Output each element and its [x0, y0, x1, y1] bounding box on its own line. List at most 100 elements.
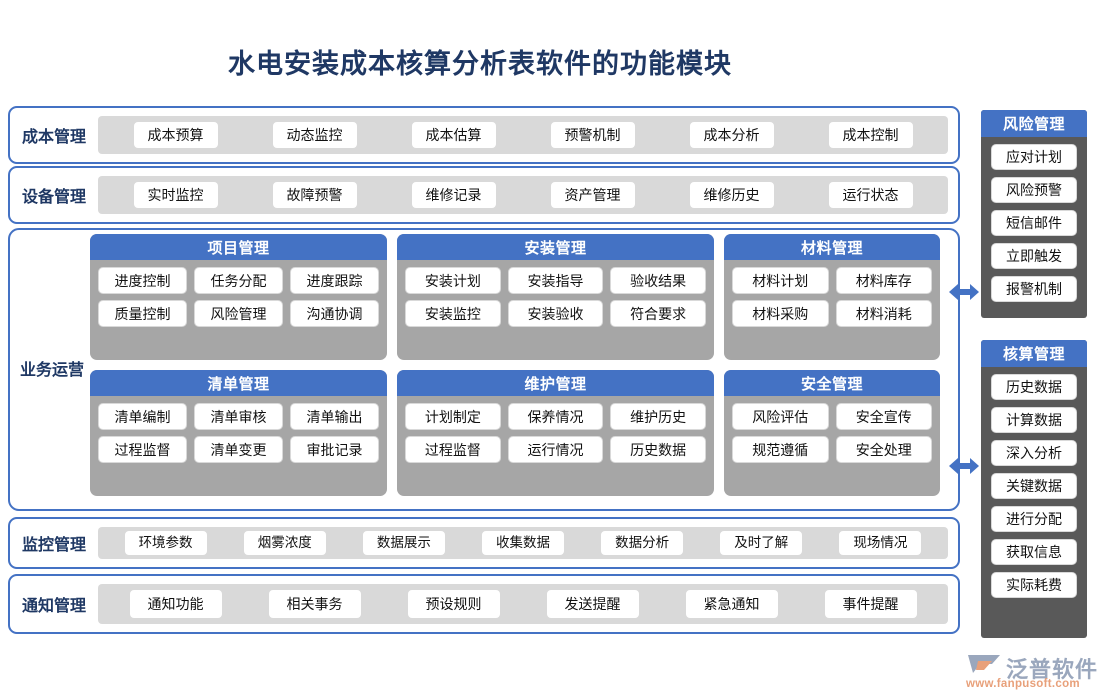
- chip-cost-0[interactable]: 成本预算: [132, 121, 219, 149]
- chip-project-0-1[interactable]: 任务分配: [194, 267, 283, 294]
- chip-notify-4[interactable]: 紧急通知: [684, 589, 779, 619]
- panel-row: 过程监督 清单变更 审批记录: [98, 436, 379, 463]
- sidebar-title-risk-management: 风险管理: [981, 110, 1087, 137]
- chip-safety-1-0[interactable]: 规范遵循: [732, 436, 829, 463]
- chip-equipment-3[interactable]: 资产管理: [549, 181, 636, 209]
- panel-material-management: 材料管理 材料计划 材料库存 材料采购 材料消耗: [724, 234, 940, 360]
- chip-cost-1[interactable]: 动态监控: [271, 121, 358, 149]
- sidebar-item-accounting-1[interactable]: 计算数据: [991, 407, 1077, 433]
- sidebar-item-risk-0[interactable]: 应对计划: [991, 144, 1077, 170]
- chip-installation-1-0[interactable]: 安装监控: [405, 300, 501, 327]
- chip-list-0-0[interactable]: 清单编制: [98, 403, 187, 430]
- chip-monitor-1[interactable]: 烟雾浓度: [242, 530, 327, 556]
- panel-body-material-management: 材料计划 材料库存 材料采购 材料消耗: [724, 260, 940, 360]
- chip-cost-3[interactable]: 预警机制: [549, 121, 636, 149]
- chip-cost-2[interactable]: 成本估算: [410, 121, 497, 149]
- section-label-business-operations: 业务运营: [19, 362, 84, 379]
- chip-monitor-4[interactable]: 数据分析: [600, 530, 685, 556]
- sidebar-item-accounting-6[interactable]: 实际耗费: [991, 572, 1077, 598]
- chip-maintenance-1-2[interactable]: 历史数据: [610, 436, 707, 463]
- chip-installation-1-1[interactable]: 安装验收: [507, 300, 604, 327]
- sidebar-item-risk-1[interactable]: 风险预警: [991, 177, 1077, 203]
- chip-safety-0-0[interactable]: 风险评估: [732, 403, 829, 430]
- sidebar-item-risk-4[interactable]: 报警机制: [991, 276, 1077, 302]
- panel-title-maintenance-management: 维护管理: [397, 370, 714, 396]
- chip-installation-0-0[interactable]: 安装计划: [405, 267, 501, 294]
- chip-material-1-1[interactable]: 材料消耗: [835, 300, 932, 327]
- chip-strip-notification: 通知功能 相关事务 预设规则 发送提醒 紧急通知 事件提醒: [98, 584, 948, 624]
- section-label-monitoring: 监控管理: [21, 537, 86, 554]
- chip-cost-4[interactable]: 成本分析: [688, 121, 775, 149]
- panel-row: 进度控制 任务分配 进度跟踪: [98, 267, 379, 294]
- sidebar-item-risk-3[interactable]: 立即触发: [991, 243, 1077, 269]
- chip-notify-5[interactable]: 事件提醒: [823, 589, 918, 619]
- panel-body-maintenance-management: 计划制定 保养情况 维护历史 过程监督 运行情况 历史数据: [397, 396, 714, 496]
- chip-monitor-5[interactable]: 及时了解: [719, 530, 804, 556]
- panel-list-management: 清单管理 清单编制 清单审核 清单输出 过程监督 清单变更 审批记录: [90, 370, 387, 496]
- panel-title-material-management: 材料管理: [724, 234, 940, 260]
- chip-material-1-0[interactable]: 材料采购: [732, 300, 829, 327]
- chip-project-1-1[interactable]: 风险管理: [194, 300, 283, 327]
- chip-equipment-0[interactable]: 实时监控: [132, 181, 219, 209]
- brand-name: 泛普软件: [1006, 657, 1099, 682]
- chip-notify-0[interactable]: 通知功能: [128, 589, 223, 619]
- sidebar-item-accounting-2[interactable]: 深入分析: [991, 440, 1077, 466]
- panel-body-project-management: 进度控制 任务分配 进度跟踪 质量控制 风险管理 沟通协调: [90, 260, 387, 360]
- chip-installation-0-2[interactable]: 验收结果: [610, 267, 707, 294]
- chip-list-0-1[interactable]: 清单审核: [194, 403, 283, 430]
- sidebar-item-accounting-0[interactable]: 历史数据: [991, 374, 1077, 400]
- panel-row: 过程监督 运行情况 历史数据: [405, 436, 707, 463]
- chip-installation-0-1[interactable]: 安装指导: [507, 267, 604, 294]
- chip-safety-0-1[interactable]: 安全宣传: [835, 403, 932, 430]
- panel-body-list-management: 清单编制 清单审核 清单输出 过程监督 清单变更 审批记录: [90, 396, 387, 496]
- chip-monitor-2[interactable]: 数据展示: [361, 530, 446, 556]
- chip-cost-5[interactable]: 成本控制: [827, 121, 914, 149]
- sidebar-panel-risk-management: 风险管理 应对计划 风险预警 短信邮件 立即触发 报警机制: [981, 110, 1087, 318]
- sidebar-item-accounting-5[interactable]: 获取信息: [991, 539, 1077, 565]
- chip-safety-1-1[interactable]: 安全处理: [835, 436, 932, 463]
- chip-project-1-0[interactable]: 质量控制: [98, 300, 187, 327]
- chip-strip-equipment: 实时监控 故障预警 维修记录 资产管理 维修历史 运行状态: [98, 176, 948, 214]
- chip-maintenance-0-1[interactable]: 保养情况: [507, 403, 604, 430]
- section-label-equipment: 设备管理: [21, 189, 86, 206]
- chip-project-1-2[interactable]: 沟通协调: [290, 300, 379, 327]
- chip-equipment-1[interactable]: 故障预警: [271, 181, 358, 209]
- sidebar-item-accounting-4[interactable]: 进行分配: [991, 506, 1077, 532]
- panel-body-safety-management: 风险评估 安全宣传 规范遵循 安全处理: [724, 396, 940, 496]
- fanpu-logo-icon: [968, 655, 1000, 673]
- chip-list-0-2[interactable]: 清单输出: [290, 403, 379, 430]
- chip-monitor-0[interactable]: 环境参数: [123, 530, 208, 556]
- chip-notify-2[interactable]: 预设规则: [406, 589, 501, 619]
- section-cost-management: 成本管理 成本预算 动态监控 成本估算 预警机制 成本分析 成本控制: [8, 106, 960, 164]
- chip-material-0-1[interactable]: 材料库存: [835, 267, 932, 294]
- double-arrow-icon-accounting: [948, 455, 980, 477]
- chip-monitor-6[interactable]: 现场情况: [838, 530, 923, 556]
- section-label-notification: 通知管理: [21, 598, 86, 615]
- chip-list-1-0[interactable]: 过程监督: [98, 436, 187, 463]
- sidebar-item-risk-2[interactable]: 短信邮件: [991, 210, 1077, 236]
- chip-strip-monitoring: 环境参数 烟雾浓度 数据展示 收集数据 数据分析 及时了解 现场情况: [98, 527, 948, 559]
- chip-equipment-4[interactable]: 维修历史: [688, 181, 775, 209]
- sidebar-item-accounting-3[interactable]: 关键数据: [991, 473, 1077, 499]
- chip-installation-1-2[interactable]: 符合要求: [610, 300, 707, 327]
- chip-maintenance-0-0[interactable]: 计划制定: [405, 403, 501, 430]
- chip-material-0-0[interactable]: 材料计划: [732, 267, 829, 294]
- chip-equipment-5[interactable]: 运行状态: [827, 181, 914, 209]
- panel-row: 规范遵循 安全处理: [732, 436, 932, 463]
- chip-maintenance-0-2[interactable]: 维护历史: [610, 403, 707, 430]
- section-notification-management: 通知管理 通知功能 相关事务 预设规则 发送提醒 紧急通知 事件提醒: [8, 574, 960, 634]
- chip-maintenance-1-1[interactable]: 运行情况: [507, 436, 604, 463]
- chip-project-0-0[interactable]: 进度控制: [98, 267, 187, 294]
- chip-project-0-2[interactable]: 进度跟踪: [290, 267, 379, 294]
- section-equipment-management: 设备管理 实时监控 故障预警 维修记录 资产管理 维修历史 运行状态: [8, 166, 960, 224]
- chip-notify-3[interactable]: 发送提醒: [545, 589, 640, 619]
- chip-list-1-1[interactable]: 清单变更: [194, 436, 283, 463]
- sidebar-panel-accounting-management: 核算管理 历史数据 计算数据 深入分析 关键数据 进行分配 获取信息 实际耗费: [981, 340, 1087, 638]
- chip-list-1-2[interactable]: 审批记录: [290, 436, 379, 463]
- panel-row: 材料采购 材料消耗: [732, 300, 932, 327]
- chip-maintenance-1-0[interactable]: 过程监督: [405, 436, 501, 463]
- panel-row: 材料计划 材料库存: [732, 267, 932, 294]
- chip-notify-1[interactable]: 相关事务: [267, 589, 362, 619]
- chip-monitor-3[interactable]: 收集数据: [480, 530, 565, 556]
- chip-equipment-2[interactable]: 维修记录: [410, 181, 497, 209]
